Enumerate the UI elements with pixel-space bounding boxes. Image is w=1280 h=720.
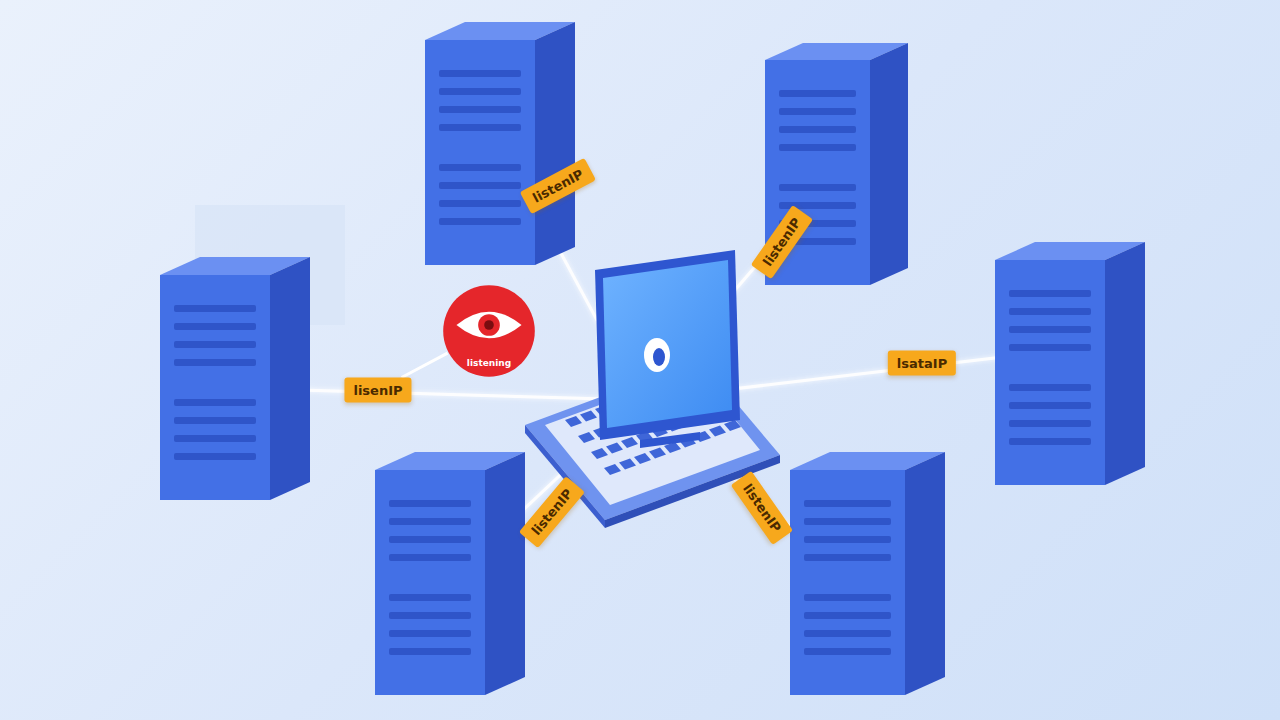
- server-tower: [375, 452, 525, 695]
- status-label: listening: [442, 358, 536, 368]
- network-link: [402, 353, 448, 377]
- tag-label: lisenIP: [353, 383, 402, 398]
- ip-tag: listenIP: [731, 471, 794, 545]
- tag-label: listenIP: [528, 486, 575, 538]
- ip-tag: listenIP: [519, 476, 585, 548]
- ip-tag: lisenIP: [344, 378, 411, 403]
- server-tower: [160, 257, 310, 500]
- listening-badge: listening: [442, 284, 536, 378]
- server-tower: [425, 22, 575, 265]
- server-tower: [995, 242, 1145, 485]
- tag-label: lsataIP: [897, 356, 947, 371]
- server-tower: [790, 452, 945, 695]
- tag-label: listenIP: [740, 481, 784, 535]
- ip-tag: lsataIP: [888, 351, 956, 376]
